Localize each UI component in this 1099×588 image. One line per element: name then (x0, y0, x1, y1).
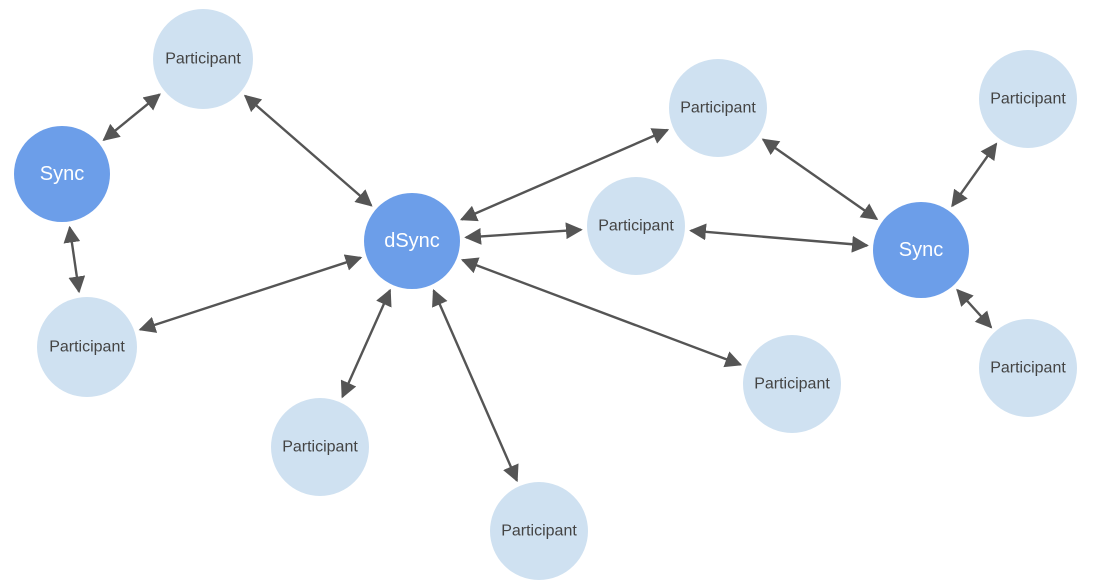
edge-dsync-p-bottom-2 (432, 288, 519, 483)
node-dsync: dSync (364, 193, 460, 289)
edge-dsync-p-bottom-1 (340, 288, 392, 399)
edge-dsync-p-lower-right (460, 257, 743, 368)
node-label-sync-left: Sync (40, 163, 84, 185)
edge-p-center-sync-right (689, 223, 869, 253)
node-p-top-right: Participant (979, 50, 1077, 148)
node-label-p-top-mid: Participant (680, 100, 756, 117)
node-p-bottom-1: Participant (271, 398, 369, 496)
node-circle-sync-left (14, 126, 110, 222)
node-label-p-right: Participant (990, 360, 1066, 377)
node-circle-sync-right (873, 202, 969, 298)
node-sync-right: Sync (873, 202, 969, 298)
node-p-top-mid: Participant (669, 59, 767, 157)
node-circle-p-top-right (979, 50, 1077, 148)
node-circle-p-top-left (153, 9, 253, 109)
edges-layer (63, 93, 998, 483)
node-p-right: Participant (979, 319, 1077, 417)
node-label-p-bottom-1: Participant (282, 439, 358, 456)
edge-sync-left-p-mid-left (63, 225, 86, 294)
node-circle-p-bottom-1 (271, 398, 369, 496)
node-label-sync-right: Sync (899, 239, 943, 261)
node-p-bottom-2: Participant (490, 482, 588, 580)
nodes-layer: ParticipantSyncParticipantdSyncParticipa… (14, 9, 1077, 580)
node-p-top-left: Participant (153, 9, 253, 109)
node-label-dsync: dSync (384, 230, 440, 252)
node-label-p-lower-right: Participant (754, 376, 830, 393)
node-sync-left: Sync (14, 126, 110, 222)
node-circle-p-center (587, 177, 685, 275)
node-circle-p-right (979, 319, 1077, 417)
edge-dsync-p-center (464, 222, 583, 245)
node-p-center: Participant (587, 177, 685, 275)
node-label-p-bottom-2: Participant (501, 523, 577, 540)
node-label-p-mid-left: Participant (49, 339, 125, 356)
node-circle-p-lower-right (743, 335, 841, 433)
edge-dsync-p-top-mid (459, 128, 670, 222)
node-circle-p-top-mid (669, 59, 767, 157)
node-circle-dsync (364, 193, 460, 289)
node-label-p-top-right: Participant (990, 91, 1066, 108)
node-label-p-top-left: Participant (165, 51, 241, 68)
node-circle-p-bottom-2 (490, 482, 588, 580)
node-label-p-center: Participant (598, 218, 674, 235)
node-p-mid-left: Participant (37, 297, 137, 397)
edge-p-top-mid-sync-right (761, 138, 879, 220)
node-circle-p-mid-left (37, 297, 137, 397)
edge-sync-right-p-top-right (951, 142, 998, 208)
node-p-lower-right: Participant (743, 335, 841, 433)
edge-p-top-left-sync-left (102, 93, 161, 141)
edge-p-top-left-dsync (243, 94, 373, 207)
edge-p-mid-left-dsync (138, 254, 363, 333)
edge-sync-right-p-right (956, 288, 993, 329)
